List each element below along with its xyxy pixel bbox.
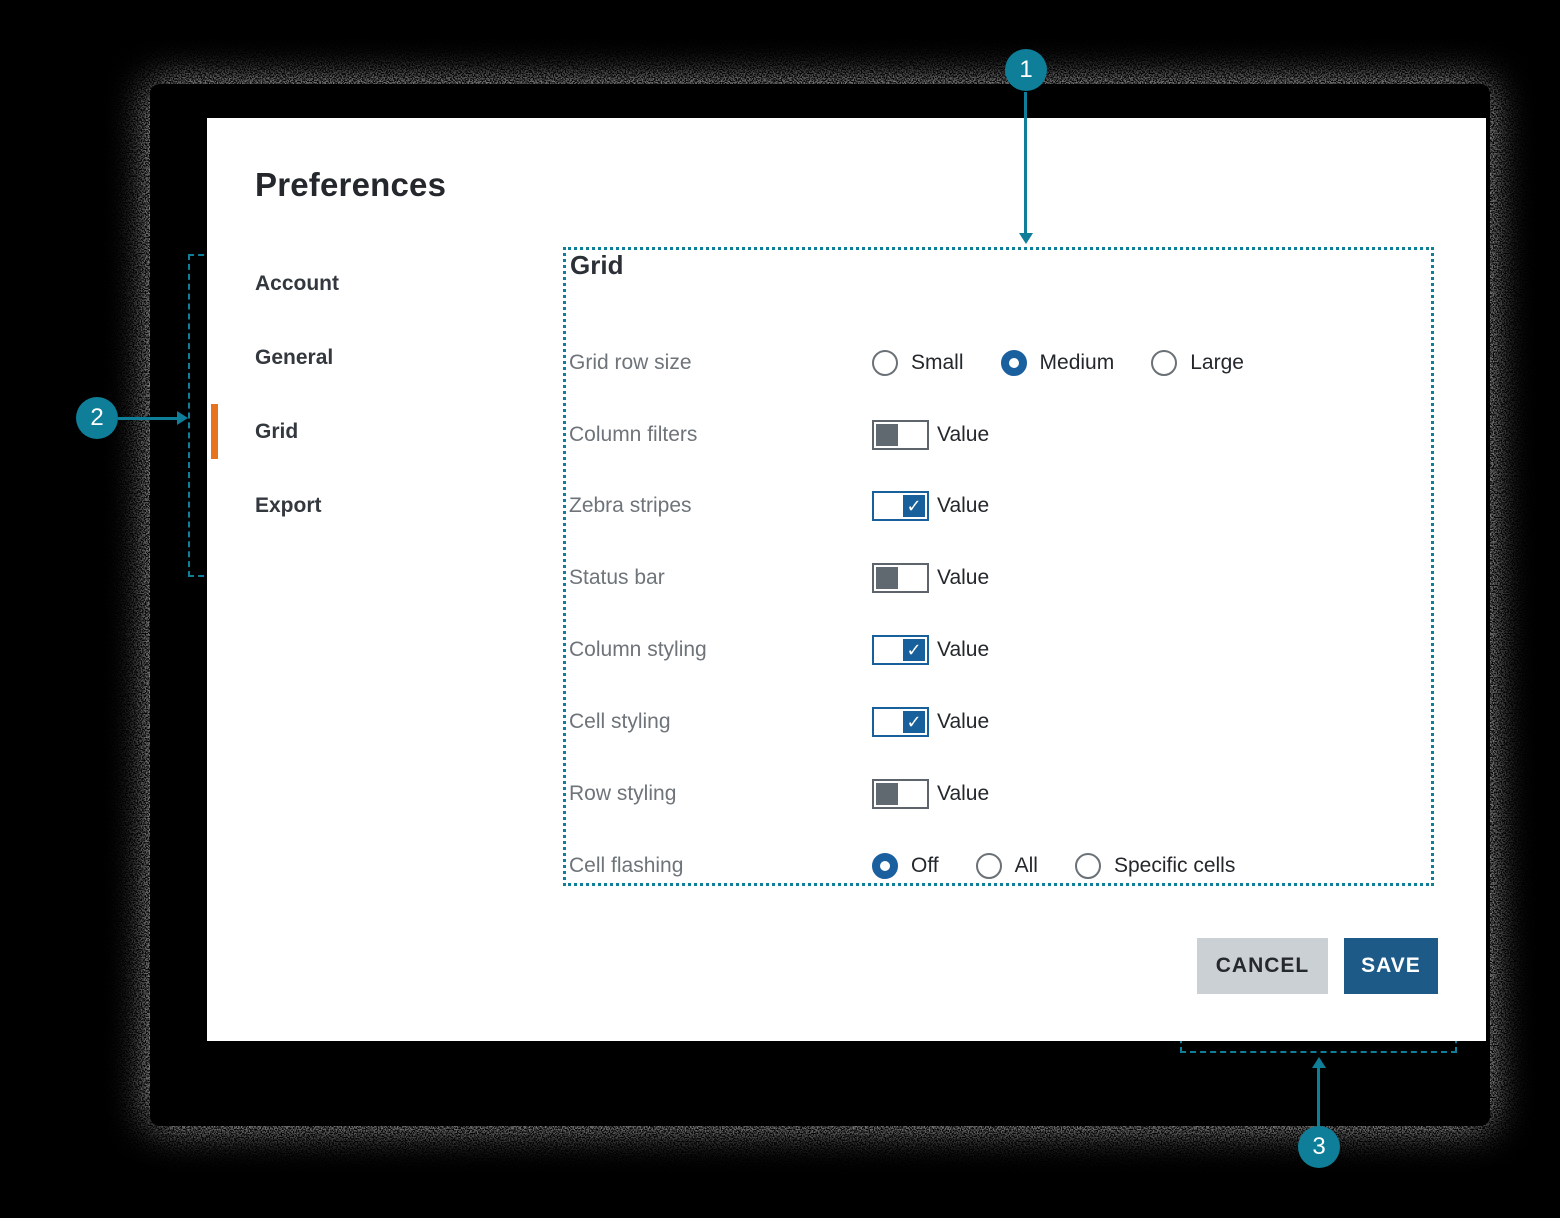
toggle-value-label: Value: [937, 710, 990, 733]
setting-label: Status bar: [569, 566, 665, 589]
setting-row-grid-row-size: Grid row size Small Medium Large: [566, 346, 1431, 380]
setting-label: Column styling: [569, 638, 707, 661]
radio-selected-icon[interactable]: [1000, 350, 1027, 376]
sidebar-item-export[interactable]: Export: [255, 494, 322, 517]
setting-label: Column filters: [569, 423, 698, 446]
radio-option-small[interactable]: Small: [872, 350, 964, 376]
toggle-switch-off[interactable]: ✓: [872, 779, 929, 809]
radio-group-grid-row-size: Small Medium Large: [872, 350, 1281, 376]
callout-line-1: [1024, 92, 1027, 233]
toggle-switch-on[interactable]: ✓: [872, 707, 929, 737]
arrow-right-icon: [177, 411, 188, 425]
setting-label: Cell styling: [569, 710, 671, 733]
toggle-value-label: Value: [937, 782, 990, 805]
callout-badge-2: 2: [76, 397, 118, 439]
setting-row-zebra-stripes: Zebra stripes ✓ Value: [566, 489, 1431, 523]
toggle-value-label: Value: [937, 423, 990, 446]
sidebar-item-account[interactable]: Account: [255, 272, 339, 295]
radio-option-large[interactable]: Large: [1151, 350, 1244, 376]
cancel-button[interactable]: CANCEL: [1197, 938, 1328, 994]
radio-icon[interactable]: [872, 350, 898, 376]
toggle-value-label: Value: [937, 638, 990, 661]
callout-line-2: [118, 417, 177, 420]
radio-option-specific-cells[interactable]: Specific cells: [1074, 853, 1236, 879]
toggle-switch-on[interactable]: ✓: [872, 635, 929, 665]
toggle-switch-on[interactable]: ✓: [872, 491, 929, 521]
radio-option-medium[interactable]: Medium: [1000, 350, 1115, 376]
arrow-down-icon: [1019, 233, 1033, 244]
setting-row-column-styling: Column styling ✓ Value: [566, 633, 1431, 667]
setting-label: Grid row size: [569, 351, 692, 374]
setting-row-column-filters: Column filters ✓ Value: [566, 418, 1431, 452]
callout-badge-3: 3: [1298, 1126, 1340, 1168]
radio-option-label: Medium: [1039, 351, 1115, 374]
save-button[interactable]: SAVE: [1344, 938, 1438, 994]
preferences-dialog: Preferences Account General Grid Export …: [207, 118, 1486, 1041]
toggle-knob: ✓: [903, 639, 925, 661]
radio-icon[interactable]: [975, 853, 1002, 879]
callout-badge-1: 1: [1005, 49, 1047, 91]
toggle-knob: ✓: [876, 424, 898, 446]
toggle-knob: ✓: [876, 567, 898, 589]
toggle-value-label: Value: [937, 566, 990, 589]
radio-icon[interactable]: [1151, 350, 1178, 376]
check-icon: ✓: [906, 712, 922, 732]
radio-option-label: Off: [911, 854, 939, 877]
radio-option-label: Small: [911, 351, 964, 374]
check-icon: ✓: [906, 640, 922, 660]
grid-settings-panel: Grid Grid row size Small Medium Large: [563, 247, 1434, 886]
toggle-switch-off[interactable]: ✓: [872, 420, 929, 450]
setting-row-cell-styling: Cell styling ✓ Value: [566, 705, 1431, 739]
panel-heading: Grid: [570, 250, 624, 280]
radio-option-label: Specific cells: [1113, 854, 1236, 877]
radio-option-off[interactable]: Off: [872, 853, 939, 879]
radio-option-all[interactable]: All: [975, 853, 1038, 879]
radio-option-label: All: [1014, 854, 1038, 877]
radio-group-cell-flashing: Off All Specific cells: [872, 853, 1272, 879]
arrow-up-icon: [1312, 1057, 1326, 1068]
active-item-indicator: [211, 404, 218, 459]
radio-icon[interactable]: [1074, 853, 1101, 879]
toggle-knob: ✓: [903, 711, 925, 733]
toggle-switch-off[interactable]: ✓: [872, 563, 929, 593]
toggle-value-label: Value: [937, 494, 990, 517]
sidebar-item-grid[interactable]: Grid: [255, 420, 299, 443]
toggle-knob: ✓: [876, 783, 898, 805]
check-icon: ✓: [906, 496, 922, 516]
sidebar-item-general[interactable]: General: [255, 346, 334, 369]
callout-line-3: [1317, 1068, 1320, 1126]
setting-label: Cell flashing: [569, 854, 684, 877]
toggle-knob: ✓: [903, 495, 925, 517]
setting-label: Zebra stripes: [569, 494, 692, 517]
setting-row-status-bar: Status bar ✓ Value: [566, 561, 1431, 595]
page-title: Preferences: [255, 166, 447, 203]
radio-option-label: Large: [1190, 351, 1244, 374]
setting-row-row-styling: Row styling ✓ Value: [566, 777, 1431, 811]
setting-label: Row styling: [569, 782, 677, 805]
setting-row-cell-flashing: Cell flashing Off All Specific cells: [566, 849, 1431, 883]
radio-selected-icon[interactable]: [872, 853, 898, 879]
